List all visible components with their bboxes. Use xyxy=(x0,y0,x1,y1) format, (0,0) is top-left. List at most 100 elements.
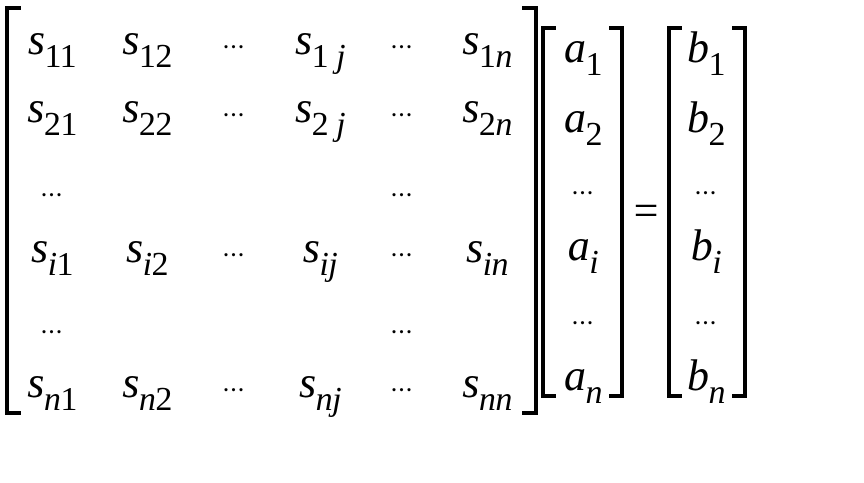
matrix-s-cell-base: s xyxy=(298,358,316,407)
vector-b-cell-subscript: 2 xyxy=(709,116,726,153)
vector-a-cell-ellipsis: ... xyxy=(571,171,595,200)
matrix-s-cell-ellipsis: ... xyxy=(390,233,414,262)
matrix-s-cell-base: s xyxy=(462,15,479,64)
vector-a-cell-base: a xyxy=(564,351,586,400)
vector-b-cell: bn xyxy=(687,351,725,410)
matrix-s-cell-ellipsis: ... xyxy=(222,233,246,262)
matrix-s-cell-subscript: i1 xyxy=(47,245,74,283)
vector-b-cell-base: b xyxy=(687,93,709,142)
matrix-s-cell: s11 xyxy=(27,15,77,74)
matrix-s-cell-subscript-part: 12 xyxy=(138,37,173,75)
matrix-s-cell: sij xyxy=(302,223,338,282)
matrix-s-cell-subscript-part: 2 xyxy=(478,105,496,143)
matrix-s-cell-base: s xyxy=(27,358,44,407)
matrix-s-cell-base: s xyxy=(294,83,312,132)
vector-b-cell-subscript-part: 2 xyxy=(708,115,726,153)
matrix-s-cell-subscript-part: ij xyxy=(319,245,338,283)
vector-b-cell-subscript: i xyxy=(712,244,721,281)
vector-b-cell-base: b xyxy=(687,351,709,400)
matrix-s-cell-ellipsis: ... xyxy=(390,93,414,122)
vector-a-cell-subscript: 1 xyxy=(586,46,603,83)
matrix-s-cell-subscript-part: 21 xyxy=(43,105,78,143)
matrix-s-cell-subscript-part: 2 xyxy=(311,105,329,143)
vector-a-cell: an xyxy=(564,351,602,410)
matrix-s-cell-ellipsis: ... xyxy=(222,93,246,122)
matrix-s-cell-subscript-part: 1 xyxy=(56,245,74,283)
matrix-s-cell-subscript-part: 22 xyxy=(138,105,173,143)
vector-a-cell: a1 xyxy=(564,23,602,82)
matrix-s-cell-subscript-part: nj xyxy=(315,380,342,418)
vector-b-cell-base: b xyxy=(690,221,713,270)
matrix-s-cell: s12 xyxy=(122,18,172,74)
matrix-s-cell: sn2 xyxy=(122,361,172,417)
matrix-s-cell: snj xyxy=(298,358,342,417)
matrix-s-cell-subscript: i2 xyxy=(142,245,169,283)
vector-a-cell-base: a xyxy=(564,93,586,142)
vector-b-cell: bi xyxy=(690,221,722,280)
matrix-s-left-bracket xyxy=(5,6,21,415)
vector-a-cell-subscript-part: i xyxy=(589,243,599,281)
matrix-s-cell-subscript-part: 2 xyxy=(155,380,172,418)
matrix-s-cell: s21 xyxy=(27,83,77,142)
vector-a-cell-base: a xyxy=(564,23,586,72)
matrix-s-cell-subscript-part: j xyxy=(328,37,346,75)
vector-b-cell: b1 xyxy=(687,23,725,82)
vector-a-cell-subscript: i xyxy=(589,244,598,281)
matrix-s-right-bracket xyxy=(522,6,538,415)
matrix-s-cell-subscript: 1 j xyxy=(312,37,346,75)
vector-a-cell: a2 xyxy=(564,93,602,152)
matrix-s-cell-subscript-part: j xyxy=(328,105,346,143)
matrix-s-cell: si2 xyxy=(126,226,169,282)
matrix-s-cell-subscript-part: n xyxy=(43,380,61,418)
matrix-s-cell-subscript: 2 j xyxy=(311,105,346,143)
vector-a-cell-subscript: n xyxy=(586,374,603,411)
matrix-s-cell-subscript-part: 11 xyxy=(44,37,77,75)
matrix-s-cell-base: s xyxy=(30,223,48,272)
matrix-s-cell-subscript-part: i xyxy=(47,245,57,283)
matrix-s-cell-subscript-part: nn xyxy=(478,380,513,418)
vector-b-cell-subscript: 1 xyxy=(709,46,726,83)
matrix-s-cell-ellipsis: ... xyxy=(222,25,246,54)
vector-a-cell-subscript: 2 xyxy=(586,116,603,153)
matrix-s-cell: si1 xyxy=(30,223,74,282)
matrix-s-cell-base: s xyxy=(27,15,45,64)
vector-b-cell-subscript-part: 1 xyxy=(708,45,726,83)
matrix-s-cell: s1n xyxy=(462,15,512,74)
vector-b-cell-ellipsis: ... xyxy=(694,171,718,200)
matrix-s-cell-ellipsis: ... xyxy=(40,310,64,339)
matrix-s-cell-base: s xyxy=(465,223,483,272)
matrix-s-cell-ellipsis: ... xyxy=(390,368,414,397)
matrix-s-cell-subscript: 22 xyxy=(138,105,173,143)
matrix-s-cell-subscript-part: i xyxy=(142,245,152,283)
matrix-s-cell-base: s xyxy=(294,15,312,64)
vector-b-left-bracket xyxy=(667,26,682,398)
matrix-s-cell-ellipsis: ... xyxy=(390,25,414,54)
matrix-s-cell: s2n xyxy=(462,86,512,142)
vector-b-right-bracket xyxy=(732,26,747,398)
matrix-s-cell: s22 xyxy=(122,83,172,142)
vector-b-cell-ellipsis: ... xyxy=(694,301,718,330)
matrix-s-cell-base: s xyxy=(302,223,320,272)
matrix-s-cell-subscript-part: in xyxy=(482,245,509,283)
matrix-s-cell-ellipsis: ... xyxy=(222,368,246,397)
vector-a-cell-base: a xyxy=(567,221,590,270)
matrix-s-cell-ellipsis: ... xyxy=(390,173,414,202)
equals-sign: = xyxy=(633,186,659,235)
matrix-s-cell-base: s xyxy=(27,83,44,132)
vector-a-cell-subscript-part: n xyxy=(585,373,603,411)
matrix-s-cell-subscript-part: n xyxy=(138,380,156,418)
matrix-s-cell-subscript: in xyxy=(482,245,509,283)
vector-b-cell-subscript: n xyxy=(709,374,726,411)
matrix-s-cell-subscript-part: 1 xyxy=(60,380,77,418)
vector-b-cell-base: b xyxy=(687,23,709,72)
matrix-s-cell-subscript: 2n xyxy=(479,106,512,143)
matrix-s-cell-subscript-part: n xyxy=(495,105,512,143)
vector-b-cell: b2 xyxy=(687,93,725,152)
vector-b-cell-subscript-part: i xyxy=(712,243,722,281)
matrix-s-cell-base: s xyxy=(122,83,139,132)
matrix-s-cell-subscript: 12 xyxy=(138,37,173,75)
matrix-s-cell: sn1 xyxy=(27,358,77,417)
matrix-s-cell-subscript: 21 xyxy=(43,105,78,143)
